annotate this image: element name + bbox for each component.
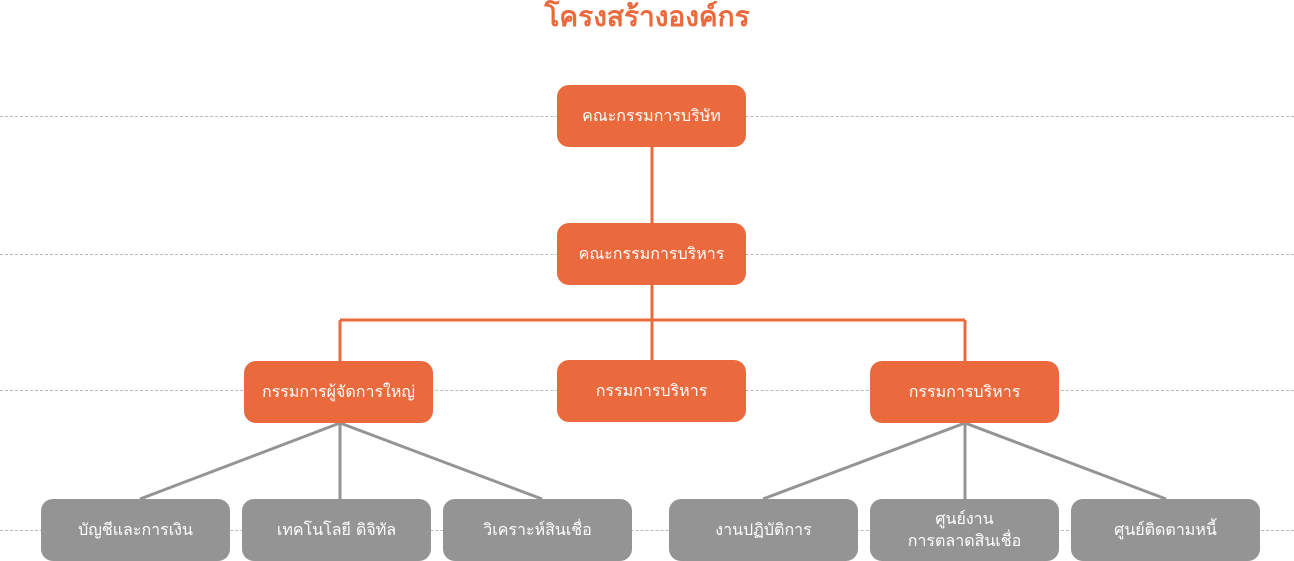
- digital-technology-box: เทคโนโลยี ดิจิทัล: [242, 499, 431, 561]
- director-right-box: กรรมการบริหาร: [870, 361, 1059, 423]
- page-title: โครงสร้างองค์กร: [544, 0, 750, 33]
- accounting-finance-label: บัญชีและการเงิน: [78, 520, 193, 539]
- board-of-directors-label: คณะกรรมการบริษัท: [582, 106, 721, 125]
- credit-marketing-center-label-line-1: ศูนย์งาน: [935, 509, 994, 528]
- credit-marketing-center-box: ศูนย์งาน การตลาดสินเชื่อ: [870, 499, 1059, 561]
- director-middle-label: กรรมการบริหาร: [595, 381, 708, 400]
- executive-committee-box: คณะกรรมการบริหาร: [557, 223, 746, 285]
- debt-collection-center-label: ศูนย์ติดตามหนี้: [1114, 520, 1217, 539]
- accounting-finance-box: บัญชีและการเงิน: [41, 499, 230, 561]
- credit-analysis-box: วิเคราะห์สินเชื่อ: [443, 499, 632, 561]
- director-middle-box: กรรมการบริหาร: [557, 360, 746, 422]
- operations-box: งานปฏิบัติการ: [669, 499, 858, 561]
- credit-analysis-label: วิเคราะห์สินเชื่อ: [483, 520, 592, 539]
- connector-director-to-operations: [762, 421, 966, 501]
- operations-label: งานปฏิบัติการ: [715, 520, 812, 539]
- executive-committee-label: คณะกรรมการบริหาร: [578, 244, 725, 263]
- ceo-box: กรรมการผู้จัดการใหญ่: [244, 361, 433, 423]
- debt-collection-center-box: ศูนย์ติดตามหนี้: [1071, 499, 1260, 561]
- connector-ceo-to-credit-analysis: [339, 421, 543, 501]
- board-of-directors-box: คณะกรรมการบริษัท: [557, 85, 746, 147]
- digital-technology-label: เทคโนโลยี ดิจิทัล: [276, 520, 397, 539]
- credit-marketing-center-label-line-2: การตลาดสินเชื่อ: [907, 531, 1022, 550]
- level-guide-line-4: [0, 530, 1294, 531]
- connector-director-to-collection: [964, 421, 1167, 501]
- connector-ceo-to-accounting: [139, 421, 341, 501]
- ceo-label: กรรมการผู้จัดการใหญ่: [261, 382, 416, 401]
- director-right-label: กรรมการบริหาร: [908, 382, 1021, 401]
